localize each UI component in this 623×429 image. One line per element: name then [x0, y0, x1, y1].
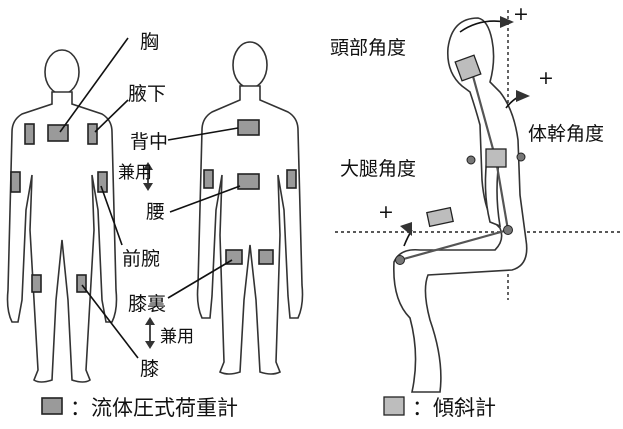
plus-trunk-label: +: [538, 67, 554, 89]
dual-use-arrow-lower: [145, 317, 155, 349]
knee-back-sensor-right: [259, 250, 273, 264]
knee-back-label: 膝裏: [128, 293, 166, 315]
axilla-sensor-right: [88, 124, 97, 144]
thigh-angle-label: 大腿角度: [340, 158, 416, 180]
forearm-sensor-left: [11, 172, 20, 192]
forearm-label: 前腕: [122, 248, 160, 270]
plus-head-label: +: [513, 3, 529, 25]
waist-label: 腰: [146, 201, 165, 223]
back-middle-label: 背中: [130, 131, 168, 153]
thigh-inclinometer: [427, 208, 453, 227]
knee-label: 膝: [140, 358, 159, 380]
back-forearm-sensor-right: [287, 170, 296, 188]
chest-sensor: [48, 125, 68, 141]
trunk-inclinometer: [486, 149, 506, 167]
back-middle-sensor: [238, 120, 259, 135]
legend-inclinometer-swatch: [384, 397, 404, 415]
trunk-angle-label: 体幹角度: [528, 123, 604, 145]
legend-inclinometer-label: ：傾斜計: [412, 396, 496, 420]
head-angle-label: 頭部角度: [330, 37, 406, 59]
waist-sensor: [238, 174, 259, 189]
axilla-sensor-left: [25, 124, 34, 144]
legend-pressure-sensor-label: ：流体圧式荷重計: [70, 396, 238, 420]
back-forearm-sensor-left: [204, 170, 213, 188]
chest-label: 胸: [140, 31, 159, 53]
dual-use-upper-label: 兼用: [118, 163, 152, 183]
plus-thigh-label: +: [378, 201, 394, 223]
knee-sensor-left: [32, 275, 41, 292]
legend-pressure-sensor-swatch: [42, 398, 62, 414]
front-body-figure: [8, 50, 117, 382]
dual-use-lower-label: 兼用: [160, 327, 194, 347]
back-body-figure: [198, 42, 303, 374]
axilla-label: 腋下: [128, 83, 166, 105]
